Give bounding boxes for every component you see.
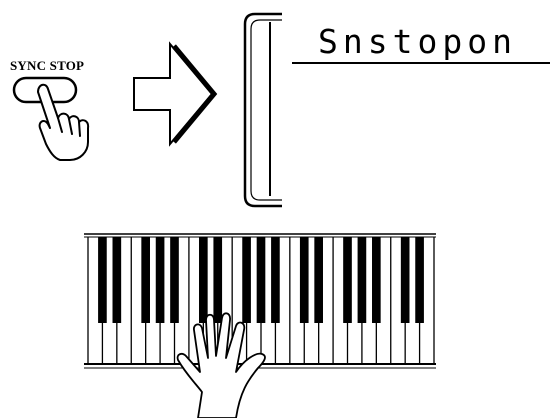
black-key	[256, 237, 266, 323]
arrow-right-icon	[133, 41, 218, 147]
black-key	[357, 237, 367, 323]
black-key	[415, 237, 424, 323]
keyboard	[84, 228, 436, 369]
pressing-hand-icon	[37, 83, 90, 161]
black-key	[343, 237, 352, 323]
playing-hand-icon	[176, 312, 266, 418]
black-key	[299, 237, 309, 323]
black-key	[242, 237, 251, 323]
sync-stop-label: SYNC STOP	[10, 58, 85, 73]
black-key	[271, 237, 280, 323]
black-key	[155, 237, 165, 323]
lcd-text: Snstopon	[318, 22, 517, 61]
black-key	[314, 237, 323, 323]
black-key	[141, 237, 150, 323]
black-key	[199, 237, 208, 323]
lcd-display	[243, 12, 550, 208]
black-key	[213, 237, 223, 323]
black-key	[98, 237, 107, 323]
black-key	[372, 237, 381, 323]
black-key	[112, 237, 122, 323]
black-key	[170, 237, 179, 323]
black-key	[400, 237, 410, 323]
